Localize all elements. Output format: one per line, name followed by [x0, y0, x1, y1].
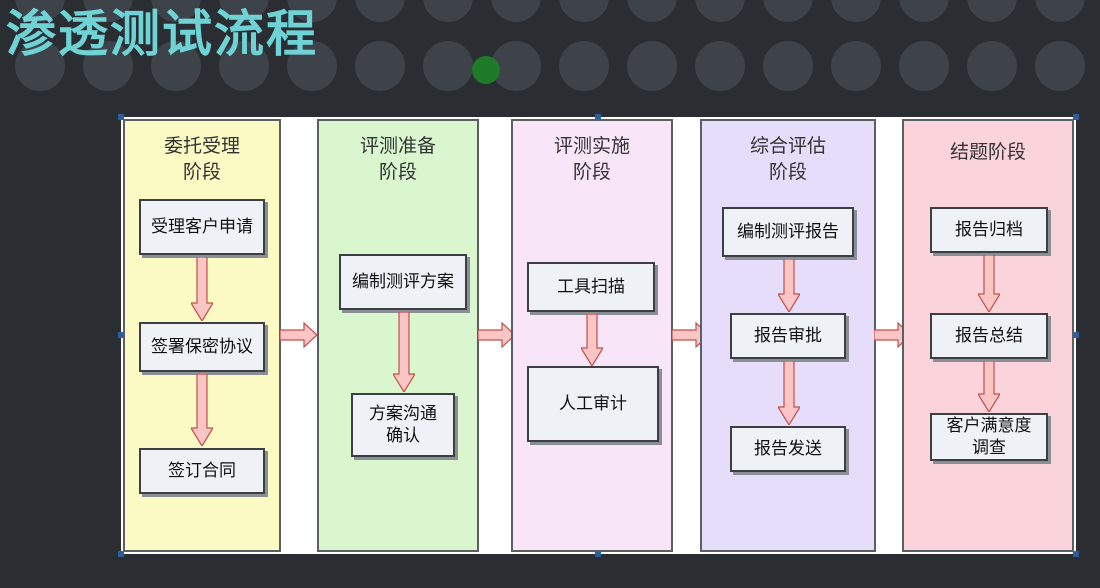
green-dot-marker	[472, 56, 500, 84]
step-box: 签署保密协议	[139, 322, 265, 372]
stage-column-implementation: 评测实施 阶段 工具扫描 人工审计	[511, 119, 673, 552]
down-arrow	[191, 257, 213, 321]
decorative-dot	[763, 0, 813, 22]
stage-header: 评测准备 阶段	[359, 135, 436, 183]
step-box: 客户满意度 调查	[930, 413, 1048, 461]
stage-column-closing: 结题阶段 报告归档 报告总结 客户满意度 调查	[902, 119, 1074, 552]
decorative-dot	[355, 41, 405, 91]
down-arrow	[581, 314, 603, 366]
decorative-dot	[831, 0, 881, 22]
decorative-dot	[83, 41, 133, 91]
stage-header: 综合评估 阶段	[749, 135, 826, 183]
step-box: 编制测评报告	[722, 207, 854, 257]
decorative-dot	[627, 41, 677, 91]
page-title: 渗透测试流程	[6, 5, 318, 63]
right-arrow	[280, 322, 318, 348]
step-box: 人工审计	[527, 366, 659, 442]
flow-diagram-panel[interactable]: 委托受理 阶段 受理客户申请 签署保密协议 签订合同 评测准备 阶段 编制测评方…	[118, 114, 1079, 557]
selection-handle[interactable]	[595, 114, 601, 120]
step-box: 签订合同	[139, 448, 265, 494]
down-arrow	[393, 312, 415, 392]
step-box: 报告审批	[730, 313, 846, 359]
decorative-dot	[287, 0, 337, 22]
decorative-dot	[151, 0, 201, 22]
step-box: 报告总结	[930, 313, 1048, 359]
decorative-dot	[83, 0, 133, 22]
decorative-dot	[763, 41, 813, 91]
decorative-dot	[15, 41, 65, 91]
decorative-dot	[627, 0, 677, 22]
decorative-dot	[899, 41, 949, 91]
step-box: 编制测评方案	[339, 254, 467, 310]
decorative-dot	[559, 41, 609, 91]
decorative-dot	[151, 41, 201, 91]
decorative-dot	[491, 0, 541, 22]
decorative-dot	[967, 41, 1017, 91]
step-box: 报告发送	[730, 426, 846, 472]
selection-handle[interactable]	[1073, 551, 1079, 557]
down-arrow	[778, 259, 800, 312]
step-box: 工具扫描	[527, 262, 655, 312]
decorative-dot-pattern	[0, 0, 1100, 110]
selection-handle[interactable]	[118, 114, 124, 120]
decorative-dot	[287, 41, 337, 91]
stage-column-assessment: 综合评估 阶段 编制测评报告 报告审批 报告发送	[700, 119, 876, 552]
stage-header: 评测实施 阶段	[553, 135, 630, 183]
step-box: 方案沟通 确认	[351, 393, 455, 457]
stage-column-preparation: 评测准备 阶段 编制测评方案 方案沟通 确认	[317, 119, 479, 552]
down-arrow	[978, 255, 1000, 312]
stage-header: 结题阶段	[949, 141, 1026, 163]
selection-handle[interactable]	[1073, 332, 1079, 338]
decorative-dot	[1035, 0, 1085, 22]
decorative-dot	[695, 41, 745, 91]
stage-header: 委托受理 阶段	[163, 135, 240, 183]
step-box: 受理客户申请	[139, 199, 265, 255]
decorative-dot	[559, 0, 609, 22]
selection-handle[interactable]	[1073, 114, 1079, 120]
down-arrow	[978, 361, 1000, 412]
decorative-dot	[695, 0, 745, 22]
right-arrow	[478, 322, 516, 348]
decorative-dot	[15, 0, 65, 22]
decorative-dot	[831, 41, 881, 91]
decorative-dot	[423, 0, 473, 22]
decorative-dot	[967, 0, 1017, 22]
decorative-dot	[219, 0, 269, 22]
decorative-dot	[219, 41, 269, 91]
selection-handle[interactable]	[118, 551, 124, 557]
step-box: 报告归档	[930, 207, 1048, 253]
selection-handle[interactable]	[118, 332, 124, 338]
decorative-dot	[355, 0, 405, 22]
decorative-dot	[899, 0, 949, 22]
stage-column-acceptance: 委托受理 阶段 受理客户申请 签署保密协议 签订合同	[123, 119, 281, 552]
decorative-dot	[423, 41, 473, 91]
decorative-dot	[1035, 41, 1085, 91]
down-arrow	[191, 374, 213, 446]
selection-handle[interactable]	[595, 551, 601, 557]
down-arrow	[778, 361, 800, 425]
